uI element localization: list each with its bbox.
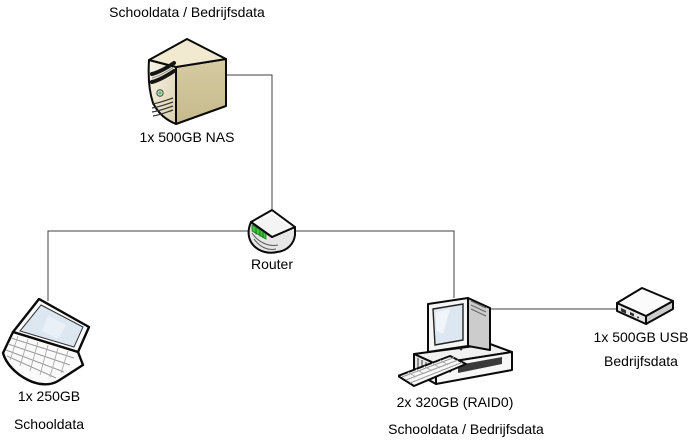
laptop-icon bbox=[1, 298, 91, 386]
connector-nas-router bbox=[226, 74, 273, 210]
connector-router-laptop bbox=[47, 230, 248, 301]
usb-data-label: Bedrijfsdata bbox=[604, 353, 678, 369]
usb-device-label: 1x 500GB USB bbox=[593, 329, 689, 345]
nas-device-label: 1x 500GB NAS bbox=[139, 129, 235, 145]
desktop-pc-icon bbox=[398, 297, 513, 387]
connector-router-desktop bbox=[296, 230, 455, 298]
nas-data-label: Schooldata / Bedrijfsdata bbox=[109, 4, 265, 20]
desktop-device-label: 2x 320GB (RAID0) bbox=[396, 394, 514, 410]
router-icon bbox=[247, 209, 296, 254]
router-device-label: Router bbox=[250, 256, 294, 272]
laptop-device-label: 1x 250GB bbox=[17, 388, 81, 404]
server-tower-icon bbox=[147, 38, 227, 125]
desktop-data-label: Schooldata / Bedrijfsdata bbox=[388, 421, 544, 437]
usb-drive-icon bbox=[616, 287, 674, 325]
laptop-data-label: Schooldata bbox=[13, 416, 85, 432]
